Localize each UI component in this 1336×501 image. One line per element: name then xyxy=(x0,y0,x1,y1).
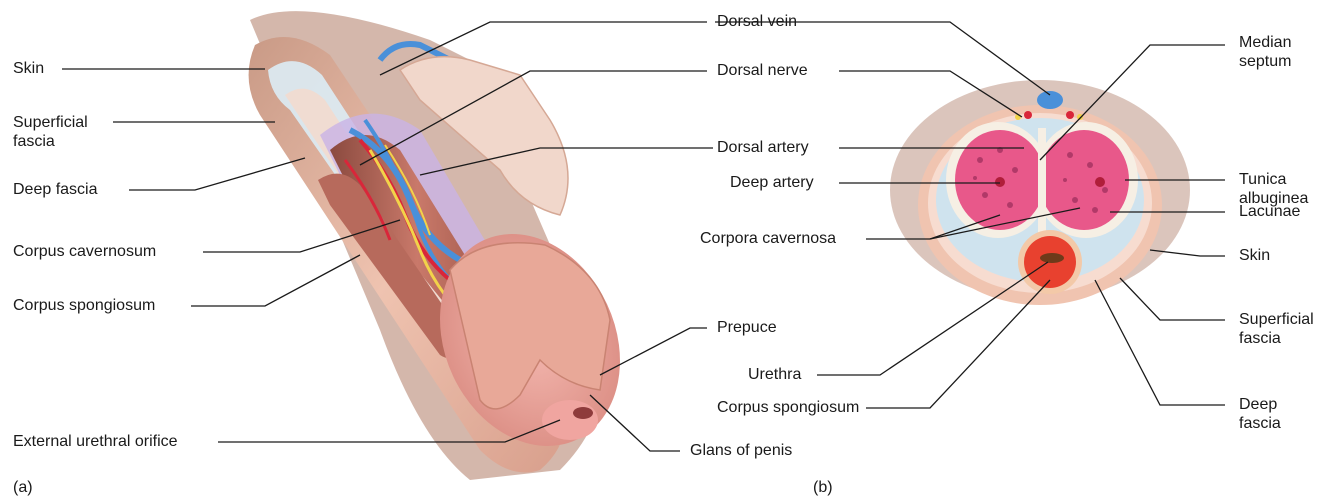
label-glans-of-penis: Glans of penis xyxy=(690,441,792,460)
label-superficial-fascia-b: Superficial fascia xyxy=(1239,310,1314,348)
corpus-cavernosum-right xyxy=(1039,130,1129,230)
longitudinal-dissection-drawing xyxy=(249,11,654,480)
label-dorsal-vein: Dorsal vein xyxy=(717,12,797,31)
label-superficial-fascia-a: Superficial fascia xyxy=(13,113,88,151)
label-median-septum: Median septum xyxy=(1239,33,1291,71)
label-dorsal-nerve: Dorsal nerve xyxy=(717,61,808,80)
label-corpus-spongiosum-a: Corpus spongiosum xyxy=(13,296,155,315)
label-external-urethral-orifice: External urethral orifice xyxy=(13,432,178,451)
label-deep-artery: Deep artery xyxy=(730,173,814,192)
label-lacunae: Lacunae xyxy=(1239,202,1300,221)
label-skin-a: Skin xyxy=(13,59,44,78)
label-corpus-cavernosum-a: Corpus cavernosum xyxy=(13,242,156,261)
cross-section-drawing xyxy=(890,80,1190,305)
label-deep-fascia-b: Deep fascia xyxy=(1239,395,1281,433)
label-urethra: Urethra xyxy=(748,365,801,384)
urethra-shape xyxy=(1040,253,1064,263)
label-dorsal-artery: Dorsal artery xyxy=(717,138,809,157)
median-septum-shape xyxy=(1038,128,1046,233)
label-prepuce: Prepuce xyxy=(717,318,777,337)
label-corpora-cavernosa: Corpora cavernosa xyxy=(700,229,836,248)
label-deep-fascia-a: Deep fascia xyxy=(13,180,98,199)
dorsal-vein-shape xyxy=(1037,91,1063,109)
label-skin-b: Skin xyxy=(1239,246,1270,265)
panel-b-tag: (b) xyxy=(813,478,833,497)
panel-a-tag: (a) xyxy=(13,478,33,497)
label-corpus-spongiosum-b: Corpus spongiosum xyxy=(717,398,859,417)
